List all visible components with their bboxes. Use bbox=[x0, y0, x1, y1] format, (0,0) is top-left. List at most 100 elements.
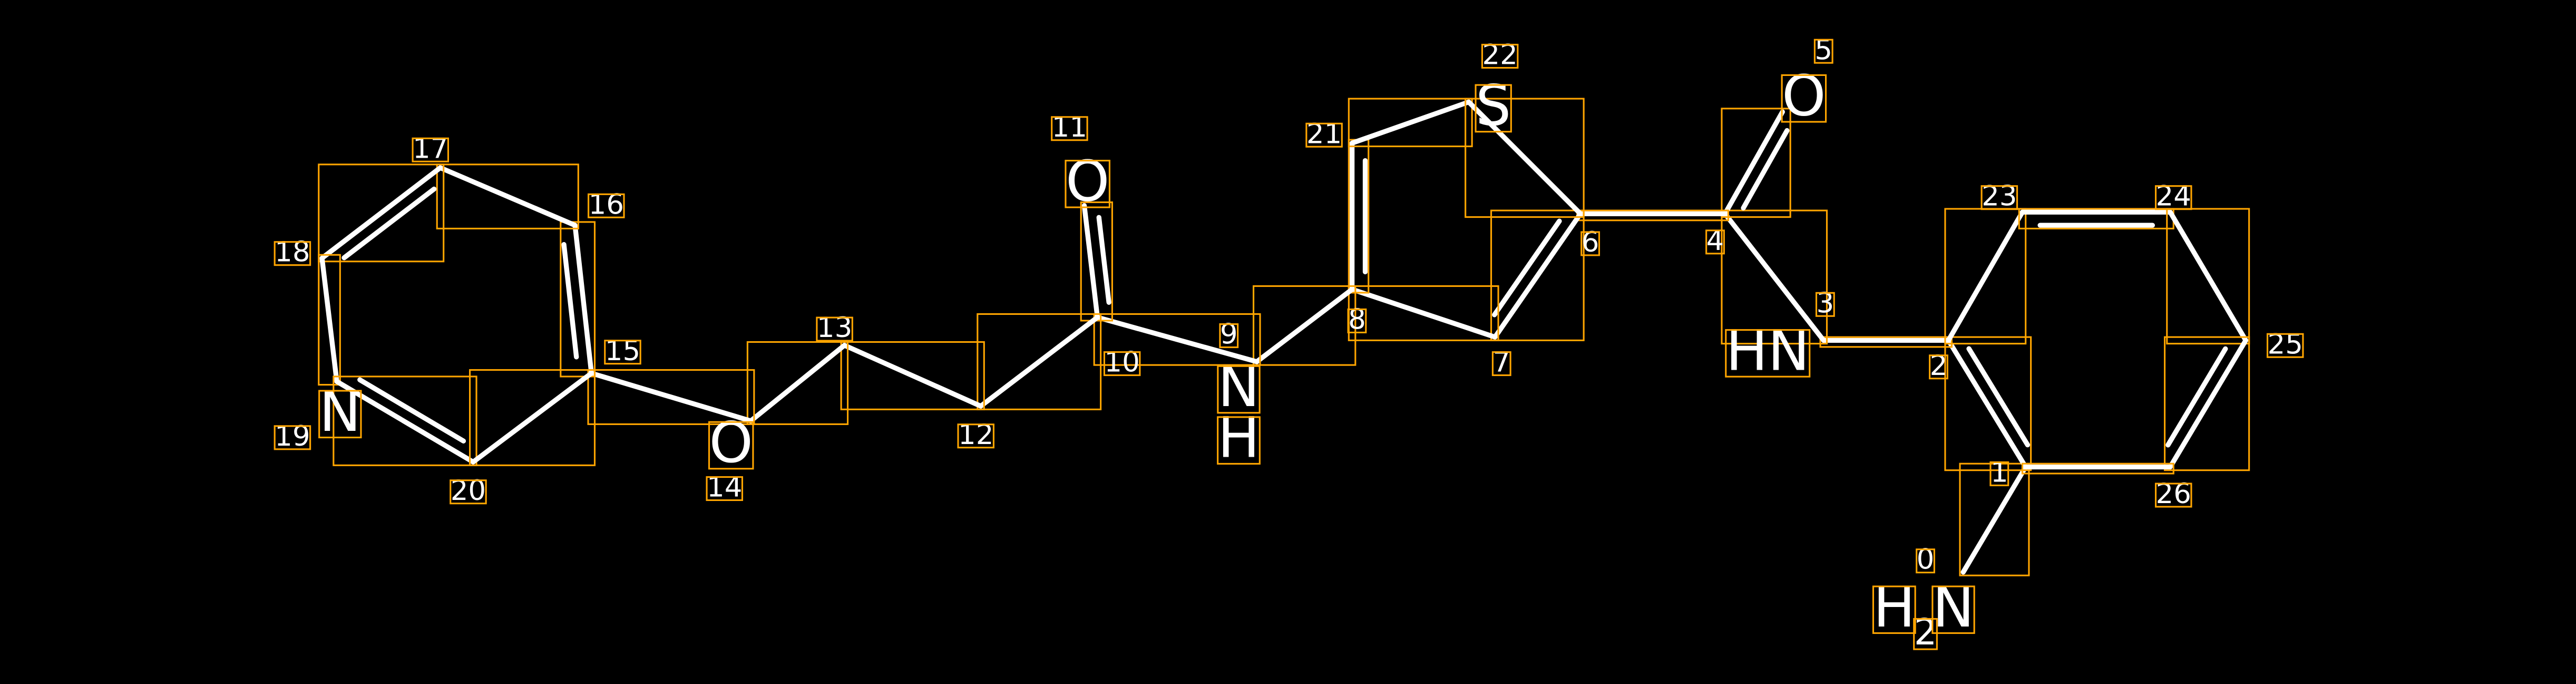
bond-line bbox=[572, 223, 594, 376]
atom-index-6: 6 bbox=[1582, 226, 1599, 258]
bond-box bbox=[333, 375, 477, 466]
atom-index-26: 26 bbox=[2156, 478, 2191, 510]
bond-line bbox=[2168, 338, 2249, 470]
bond-box bbox=[1959, 463, 2030, 576]
atom-index-19: 19 bbox=[275, 420, 310, 452]
atom-symbol-box bbox=[1217, 365, 1261, 414]
bond-19-20 bbox=[333, 375, 477, 466]
atom-label-19: N bbox=[318, 379, 362, 444]
bond-line bbox=[842, 343, 983, 409]
atom-index-12: 12 bbox=[958, 419, 993, 451]
atom-symbol-box bbox=[1931, 585, 1975, 634]
bond-7-8 bbox=[1348, 285, 1499, 341]
atom-index-13-box bbox=[816, 316, 853, 342]
bond-line bbox=[1722, 211, 1826, 343]
bond-box bbox=[840, 341, 985, 410]
bond-line-double bbox=[1492, 218, 1562, 317]
atom-index-0-box bbox=[1916, 548, 1935, 574]
atom-index-25-box bbox=[2266, 333, 2304, 358]
bond-26-1 bbox=[2021, 463, 2174, 475]
atom-symbol-box bbox=[1725, 329, 1811, 378]
atom-index-6-box bbox=[1580, 231, 1601, 256]
atom-index-9: 9 bbox=[1220, 319, 1238, 351]
atom-symbol: O bbox=[1782, 63, 1826, 128]
atom-symbol: O bbox=[1066, 149, 1109, 214]
bond-24-25 bbox=[2166, 208, 2250, 345]
bond-line bbox=[1722, 109, 1785, 217]
bond-box bbox=[1721, 108, 1791, 218]
bond-line bbox=[1960, 464, 2028, 575]
bond-box bbox=[2021, 463, 2174, 475]
atom-index-21: 21 bbox=[1306, 118, 1342, 150]
bond-box bbox=[1819, 336, 1953, 348]
bond-0-1 bbox=[1959, 463, 2030, 576]
atom-index-10-box bbox=[1103, 351, 1141, 377]
bond-16-17 bbox=[436, 163, 579, 229]
atom-label-9: NH bbox=[1217, 354, 1261, 470]
atom-label-11: O bbox=[1065, 149, 1110, 214]
atom-index-0: 0 bbox=[1917, 544, 1935, 576]
atom-symbol-box bbox=[318, 390, 362, 439]
bond-box bbox=[587, 369, 755, 425]
atom-index-2-box bbox=[1929, 354, 1948, 380]
atom-index-11-box bbox=[1051, 116, 1088, 141]
bond-line bbox=[1254, 287, 1355, 364]
bond-8-9 bbox=[1252, 285, 1357, 366]
bond-6-7 bbox=[1490, 209, 1585, 341]
bond-line-double bbox=[1096, 215, 1111, 305]
atom-index-9-box bbox=[1219, 323, 1239, 349]
bond-line-double bbox=[2165, 346, 2228, 448]
bond-23-24 bbox=[2018, 208, 2174, 229]
atom-index-14-box bbox=[706, 476, 744, 501]
atom-symbol: H bbox=[1218, 406, 1260, 470]
bond-4-5 bbox=[1721, 108, 1791, 218]
atom-index-26-box bbox=[2154, 483, 2192, 508]
bond-box bbox=[1944, 336, 2032, 471]
atom-index-4: 4 bbox=[1706, 225, 1724, 257]
atom-index-22-box bbox=[1481, 44, 1519, 69]
bond-8-21 bbox=[1348, 139, 1370, 294]
bond-box bbox=[469, 369, 596, 466]
bond-2-23 bbox=[1944, 208, 2027, 345]
bond-line bbox=[1095, 315, 1260, 364]
atom-label-3: HN bbox=[1725, 318, 1811, 383]
bond-4-6 bbox=[1576, 209, 1730, 221]
atom-index-1-box bbox=[1989, 461, 2009, 486]
atom-index-4-box bbox=[1705, 229, 1725, 255]
atom-index-22: 22 bbox=[1482, 39, 1517, 71]
bond-line bbox=[1946, 338, 2028, 470]
atom-index-16-box bbox=[588, 193, 625, 218]
atom-index-7-box bbox=[1491, 351, 1511, 377]
atom-index-19-box bbox=[274, 425, 311, 450]
bond-box bbox=[1490, 209, 1585, 341]
atom-index-18: 18 bbox=[275, 236, 310, 268]
bond-25-26 bbox=[2164, 336, 2250, 471]
atom-label-14: O bbox=[708, 410, 754, 475]
atom-index-7: 7 bbox=[1492, 346, 1510, 379]
bond-line bbox=[1081, 203, 1100, 320]
bond-15-16 bbox=[560, 221, 596, 378]
bond-line bbox=[1492, 211, 1583, 340]
bond-line bbox=[978, 315, 1100, 409]
bond-20-15 bbox=[469, 369, 596, 466]
bond-box bbox=[318, 163, 445, 263]
bond-1-2 bbox=[1944, 336, 2032, 471]
bond-box bbox=[977, 313, 1102, 410]
bond-box bbox=[2164, 336, 2250, 471]
atom-index-5-box bbox=[1813, 38, 1833, 64]
bond-box bbox=[746, 341, 849, 425]
atom-index-18-box bbox=[274, 241, 311, 266]
atom-symbol-box bbox=[708, 421, 754, 470]
atom-index-25: 25 bbox=[2268, 328, 2303, 360]
atom-index-15: 15 bbox=[605, 335, 640, 367]
bond-2-3 bbox=[1819, 336, 1953, 348]
atom-index-1: 1 bbox=[1990, 456, 2008, 488]
atom-symbol-box bbox=[1781, 74, 1827, 123]
atom-symbol: S bbox=[1476, 73, 1511, 138]
atom-symbol: N bbox=[1933, 575, 1974, 640]
bond-line-double bbox=[341, 186, 437, 261]
bond-22-6 bbox=[1465, 98, 1585, 218]
bond-box bbox=[1348, 98, 1473, 148]
